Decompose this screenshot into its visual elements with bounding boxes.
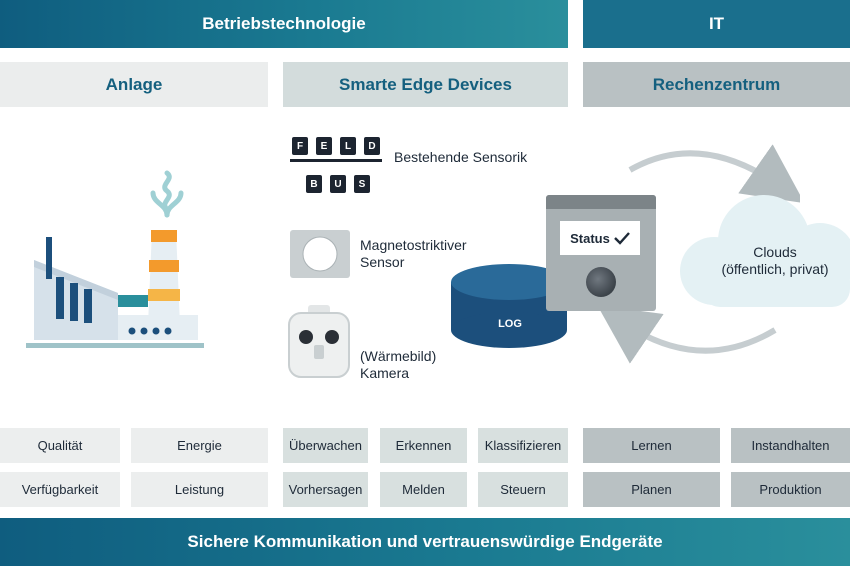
plant-column-label: Anlage [105,74,163,94]
edge-cell-label: Erkennen [395,438,452,453]
log-label: LOG [498,318,522,330]
clouds-label: Clouds (öffentlich, privat) [700,244,850,278]
datacenter-cell-label: Produktion [759,482,822,497]
plant-cell-label: Leistung [174,482,225,497]
edge-cell: Steuern [478,472,568,507]
status-label: Status [570,230,610,246]
datacenter-cell-label: Planen [631,482,672,497]
plant-column-header: Anlage [0,62,268,107]
edge-cell-label: Klassifizieren [484,438,562,453]
datacenter-cell-label: Instandhalten [751,438,830,453]
edge-cell: Überwachen [283,428,368,463]
feldbus-letter: L [340,137,356,155]
edge-cell: Erkennen [380,428,467,463]
plant-cell: Leistung [131,472,268,507]
datacenter-cell: Produktion [731,472,850,507]
plant-cell: Energie [131,428,268,463]
edge-cell: Vorhersagen [283,472,368,507]
plant-cell: Verfügbarkeit [0,472,120,507]
datacenter-cell: Instandhalten [731,428,850,463]
it-header: IT [583,0,850,48]
datacenter-cell: Planen [583,472,720,507]
feldbus-letter: U [330,175,346,193]
sensorik-label: Bestehende Sensorik [394,149,528,165]
edge-cell-label: Vorhersagen [288,482,363,497]
clouds-label-1: Clouds [753,244,797,260]
magnetostrictive-sensor-icon [290,230,350,278]
feldbus-letter: D [364,137,380,155]
status-knob [586,267,616,297]
ot-header-label: Betriebstechnologie [202,14,366,33]
status-device: Status [546,195,656,311]
edge-cell-label: Melden [402,482,445,497]
edge-cell-label: Steuern [500,482,546,497]
edge-column-label: Smarte Edge Devices [339,74,512,94]
clouds-label-2: (öffentlich, privat) [721,261,829,277]
thermal-camera-icon [288,305,350,378]
edge-cell: Melden [380,472,467,507]
datacenter-cell: Lernen [583,428,720,463]
footer-band: Sichere Kommunikation und vertrauenswürd… [0,518,850,566]
plant-cell-label: Verfügbarkeit [21,482,99,497]
sync-arrows [600,144,800,364]
arrow-lower [600,305,777,364]
arrow-upper [628,144,800,204]
footer-label: Sichere Kommunikation und vertrauenswürd… [187,532,663,551]
feldbus-icon: F E L D B U S [290,137,382,195]
plant-cell-label: Qualität [37,438,83,453]
ot-header: Betriebstechnologie [0,0,568,48]
camera-label-2: Kamera [360,365,410,381]
plant-cell: Qualität [0,428,120,463]
edge-cell-label: Überwachen [289,438,362,453]
feldbus-letter: S [354,175,370,193]
checkmark-icon [614,232,630,245]
feldbus-letter: F [292,137,308,155]
cloud-icon [680,195,850,307]
it-header-label: IT [708,14,725,33]
magnet-label-2: Sensor [360,254,405,270]
feldbus-letter: E [316,137,332,155]
edge-cell: Klassifizieren [478,428,568,463]
edge-column-header: Smarte Edge Devices [283,62,568,107]
feldbus-letter: B [306,175,322,193]
magnet-label-1: Magnetostriktiver [360,237,467,253]
status-display: Status [560,221,640,255]
datacenter-column-label: Rechenzentrum [652,74,781,94]
datacenter-cell-label: Lernen [631,438,672,453]
plant-cell-label: Energie [177,438,222,453]
factory-icon [26,170,204,348]
camera-label-1: (Wärmebild) [360,348,437,364]
datacenter-column-header: Rechenzentrum [583,62,850,107]
